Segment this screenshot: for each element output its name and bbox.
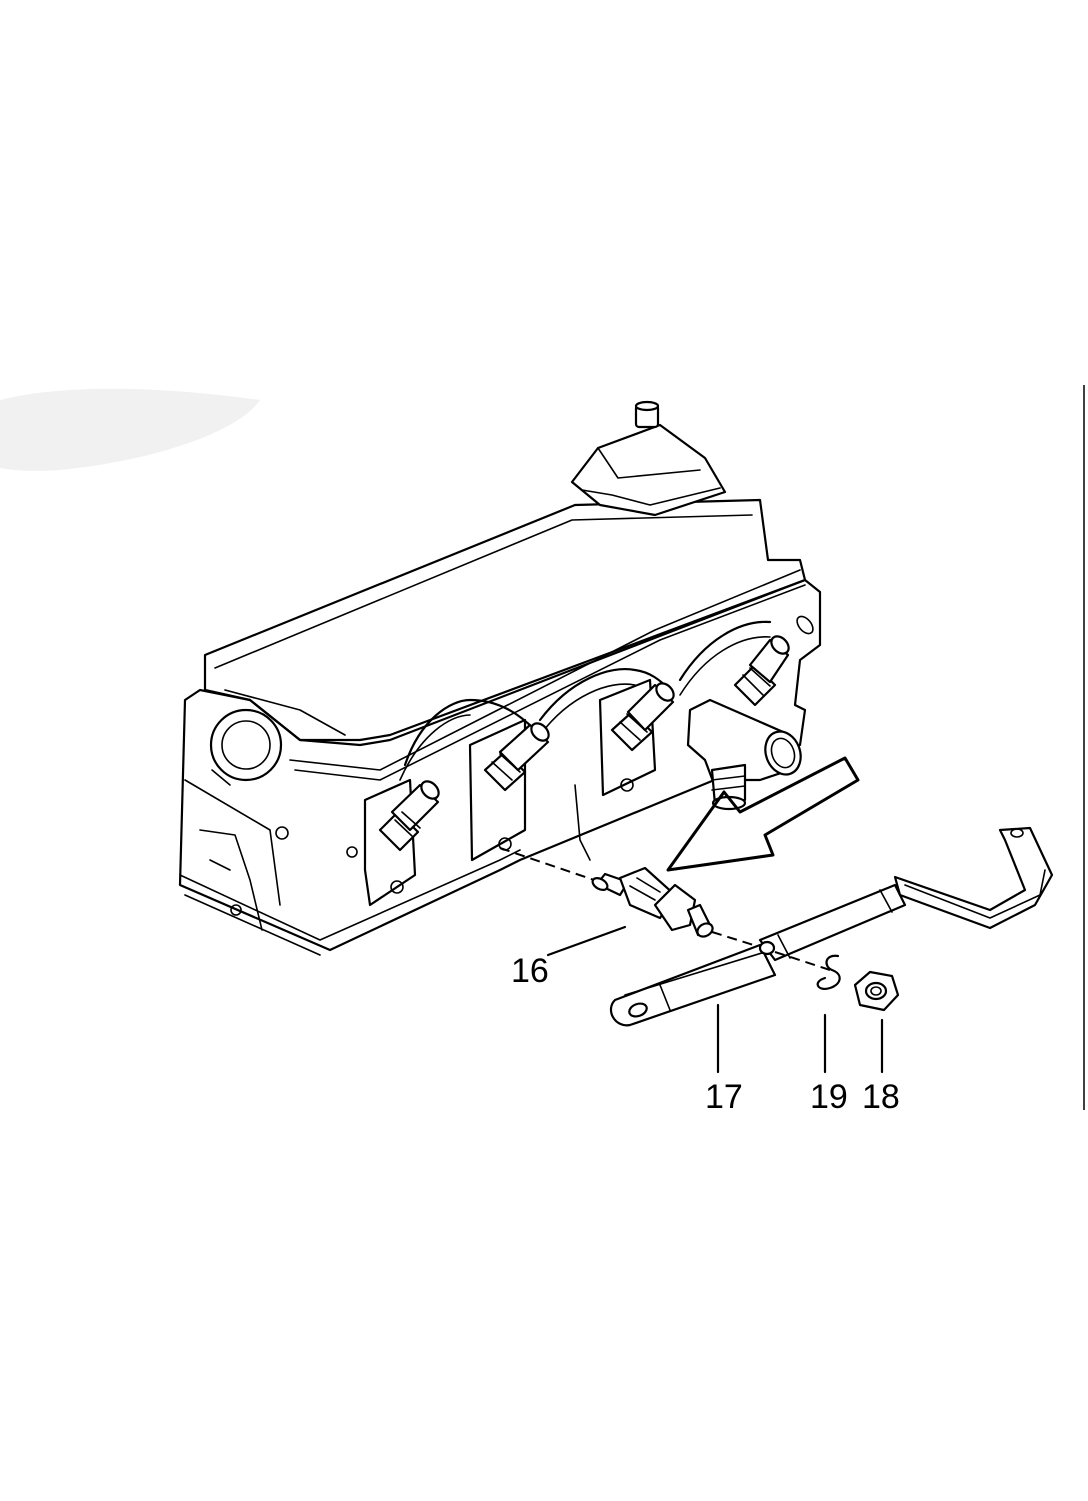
breather-cap: [570, 400, 727, 517]
scan-smudge: [0, 388, 260, 471]
clip: [816, 954, 841, 990]
hex-nut: [853, 970, 900, 1012]
spark-plug-1: [378, 780, 440, 852]
spark-plug-3: [610, 682, 675, 752]
mounting-bracket: [609, 826, 1054, 1027]
exhaust-ports: [346, 620, 772, 907]
leader-lines: [546, 925, 884, 1074]
part-label-18: 18: [862, 1078, 900, 1116]
coolant-elbow: [686, 698, 802, 811]
indicator-arrow: [666, 756, 860, 872]
part-label-19: 19: [810, 1078, 848, 1116]
spark-plug-4: [733, 615, 814, 707]
part-labels: 16 17 19 18: [511, 952, 900, 1116]
cylinder-head: [178, 498, 822, 956]
leader-line-16: [546, 925, 627, 957]
temperature-sensor: [499, 847, 761, 948]
part-label-17: 17: [705, 1078, 743, 1116]
part-label-16: 16: [511, 952, 549, 990]
spark-plug-2: [483, 722, 550, 792]
